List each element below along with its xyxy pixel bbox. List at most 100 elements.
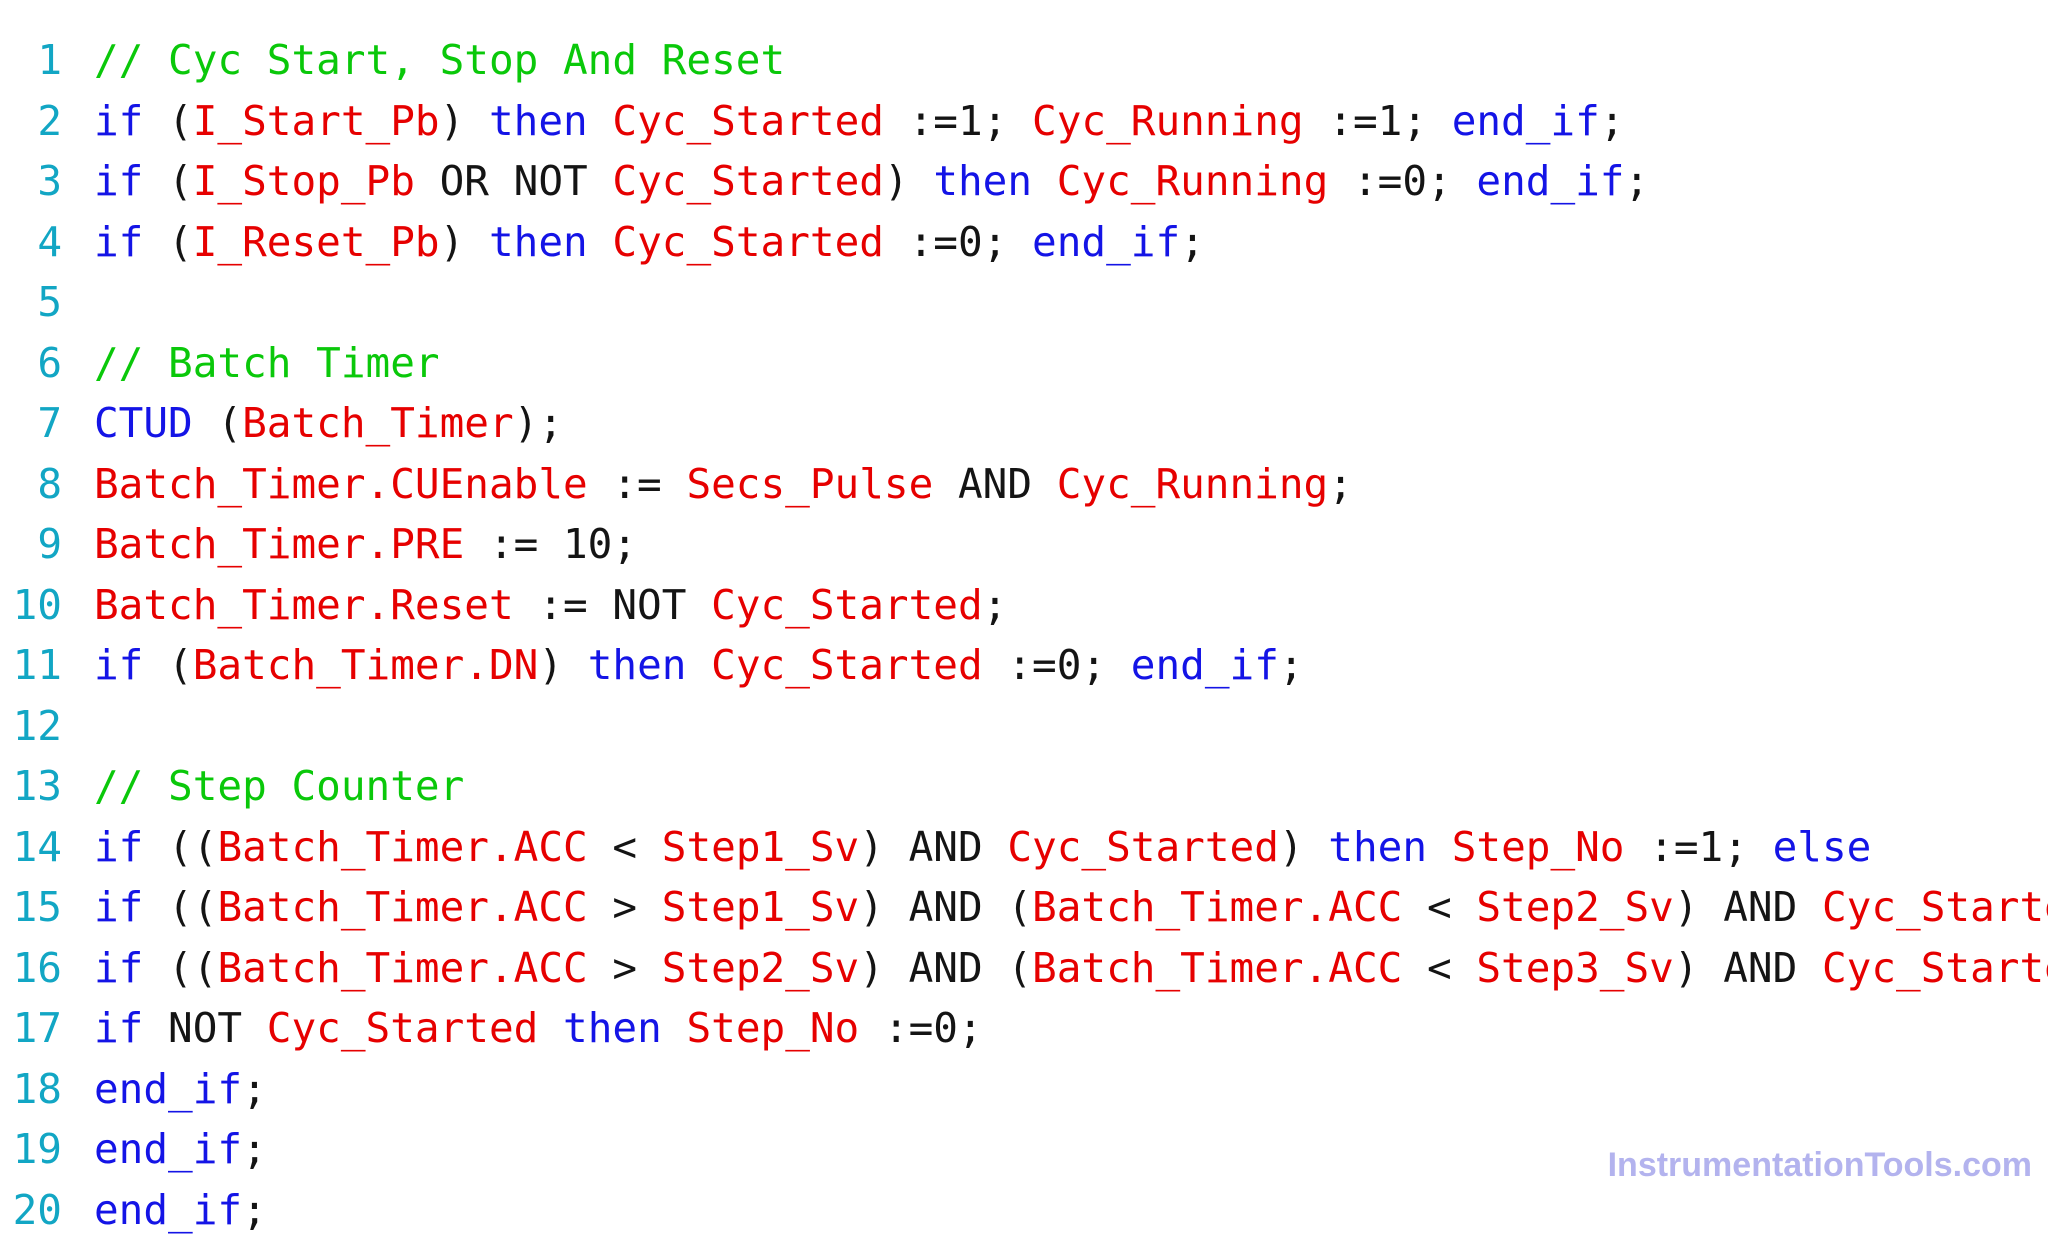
- code-token-variable: Batch_Timer.ACC: [1032, 883, 1402, 931]
- line-number: 6: [0, 333, 62, 394]
- code-token-variable: Batch_Timer.ACC: [217, 883, 587, 931]
- code-token-keyword: then: [1328, 823, 1427, 871]
- code-token-variable: Cyc_Started: [711, 581, 983, 629]
- code-token-keyword: CTUD: [94, 399, 193, 447]
- code-token-keyword: if: [94, 944, 143, 992]
- code-token-plain: := NOT: [514, 581, 711, 629]
- code-text: end_if;: [94, 1180, 267, 1240]
- code-text: if (I_Start_Pb) then Cyc_Started :=1; Cy…: [94, 91, 1624, 152]
- code-line: 5: [0, 272, 2048, 333]
- code-token-plain: ((: [143, 823, 217, 871]
- code-token-keyword: end_if: [94, 1125, 242, 1173]
- code-token-variable: Step3_Sv: [1476, 944, 1673, 992]
- line-number: 13: [0, 756, 62, 817]
- code-token-plain: ((: [143, 883, 217, 931]
- code-line: 12: [0, 696, 2048, 757]
- line-number: 12: [0, 696, 62, 757]
- code-token-keyword: end_if: [94, 1065, 242, 1113]
- code-token-variable: Cyc_Started: [612, 97, 884, 145]
- code-token-variable: Batch_Timer.PRE: [94, 520, 464, 568]
- code-token-variable: I_Reset_Pb: [193, 218, 440, 266]
- code-token-plain: ;: [1625, 157, 1650, 205]
- code-token-plain: OR NOT: [415, 157, 612, 205]
- code-token-plain: <: [588, 823, 662, 871]
- code-token-variable: I_Start_Pb: [193, 97, 440, 145]
- code-text: end_if;: [94, 1059, 267, 1120]
- code-token-keyword: if: [94, 1004, 143, 1052]
- line-number: 16: [0, 938, 62, 999]
- line-number: 19: [0, 1119, 62, 1180]
- line-number: 3: [0, 151, 62, 212]
- code-token-keyword: if: [94, 883, 143, 931]
- code-token-variable: Cyc_Started: [1007, 823, 1279, 871]
- code-text: if (I_Stop_Pb OR NOT Cyc_Started) then C…: [94, 151, 1649, 212]
- code-token-keyword: then: [588, 641, 687, 689]
- code-token-variable: Batch_Timer.Reset: [94, 581, 514, 629]
- code-token-plain: :=1;: [1304, 97, 1452, 145]
- code-token-variable: Step_No: [686, 1004, 859, 1052]
- line-number: 11: [0, 635, 62, 696]
- code-token-keyword: if: [94, 157, 143, 205]
- code-token-keyword: if: [94, 641, 143, 689]
- code-token-plain: ;: [242, 1186, 267, 1234]
- code-token-plain: [588, 218, 613, 266]
- code-token-variable: Cyc_Started: [267, 1004, 539, 1052]
- code-token-variable: Batch_Timer.DN: [193, 641, 539, 689]
- line-number: 8: [0, 454, 62, 515]
- code-token-plain: );: [514, 399, 563, 447]
- line-number: 18: [0, 1059, 62, 1120]
- code-token-variable: Cyc_Started: [612, 157, 884, 205]
- code-line: 6 // Batch Timer: [0, 333, 2048, 394]
- code-token-variable: Batch_Timer: [242, 399, 514, 447]
- line-number: 1: [0, 30, 62, 91]
- code-token-plain: [1032, 157, 1057, 205]
- code-text: if ((Batch_Timer.ACC < Step1_Sv) AND Cyc…: [94, 817, 1871, 878]
- code-token-variable: Cyc_Started: [711, 641, 983, 689]
- code-token-plain: ) AND (: [859, 883, 1032, 931]
- line-number: 20: [0, 1180, 62, 1240]
- code-text: // Batch Timer: [94, 333, 440, 394]
- code-token-plain: :=0;: [884, 218, 1032, 266]
- code-token-plain: <: [1402, 883, 1476, 931]
- code-token-keyword: if: [94, 218, 143, 266]
- code-text: // Cyc Start, Stop And Reset: [94, 30, 785, 91]
- code-token-plain: ): [1279, 823, 1328, 871]
- code-token-plain: ;: [1279, 641, 1304, 689]
- code-token-variable: Cyc_Running: [1032, 97, 1304, 145]
- code-token-plain: [686, 641, 711, 689]
- code-token-plain: :=0;: [859, 1004, 982, 1052]
- line-number: 14: [0, 817, 62, 878]
- code-token-keyword: if: [94, 823, 143, 871]
- code-token-plain: ): [440, 218, 489, 266]
- code-token-plain: ) AND: [859, 823, 1007, 871]
- code-token-variable: Batch_Timer.CUEnable: [94, 460, 588, 508]
- code-token-plain: AND: [933, 460, 1056, 508]
- code-token-keyword: then: [563, 1004, 662, 1052]
- code-token-plain: ): [440, 97, 489, 145]
- code-token-plain: :=: [588, 460, 687, 508]
- code-text: if (I_Reset_Pb) then Cyc_Started :=0; en…: [94, 212, 1205, 273]
- code-token-plain: ) AND: [1674, 944, 1822, 992]
- code-token-variable: Step_No: [1452, 823, 1625, 871]
- code-token-plain: (: [193, 399, 242, 447]
- code-token-variable: Cyc_Started: [612, 218, 884, 266]
- code-token-keyword: if: [94, 97, 143, 145]
- code-token-keyword: end_if: [1452, 97, 1600, 145]
- code-token-plain: :=1;: [1625, 823, 1773, 871]
- line-number: 15: [0, 877, 62, 938]
- line-number: 2: [0, 91, 62, 152]
- code-line: 18 end_if;: [0, 1059, 2048, 1120]
- code-token-plain: ): [884, 157, 933, 205]
- line-number: 4: [0, 212, 62, 273]
- code-token-keyword: end_if: [1032, 218, 1180, 266]
- code-token-plain: [1427, 823, 1452, 871]
- line-number: 10: [0, 575, 62, 636]
- code-token-variable: Cyc_Started: [1822, 883, 2048, 931]
